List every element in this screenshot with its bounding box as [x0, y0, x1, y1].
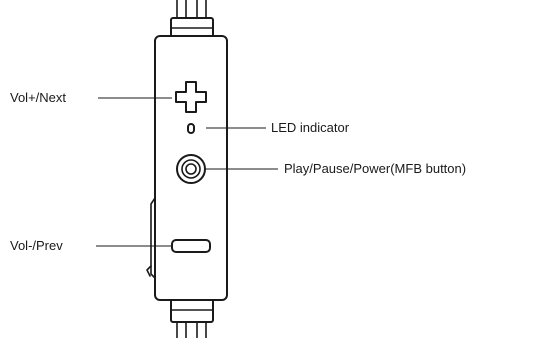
- mfb-button-icon[interactable]: [176, 154, 206, 184]
- plus-icon[interactable]: [175, 81, 207, 113]
- upper-cable: [176, 0, 207, 21]
- label-vol-up-next: Vol+/Next: [10, 90, 66, 105]
- label-vol-down-prev: Vol-/Prev: [10, 238, 63, 253]
- lower-strain-relief: [170, 297, 214, 323]
- side-clip: [150, 197, 156, 279]
- led-indicator-icon: [187, 123, 195, 134]
- minus-button-icon[interactable]: [171, 239, 211, 253]
- label-play-pause-power: Play/Pause/Power(MFB button): [284, 161, 466, 176]
- label-led-indicator: LED indicator: [271, 120, 350, 135]
